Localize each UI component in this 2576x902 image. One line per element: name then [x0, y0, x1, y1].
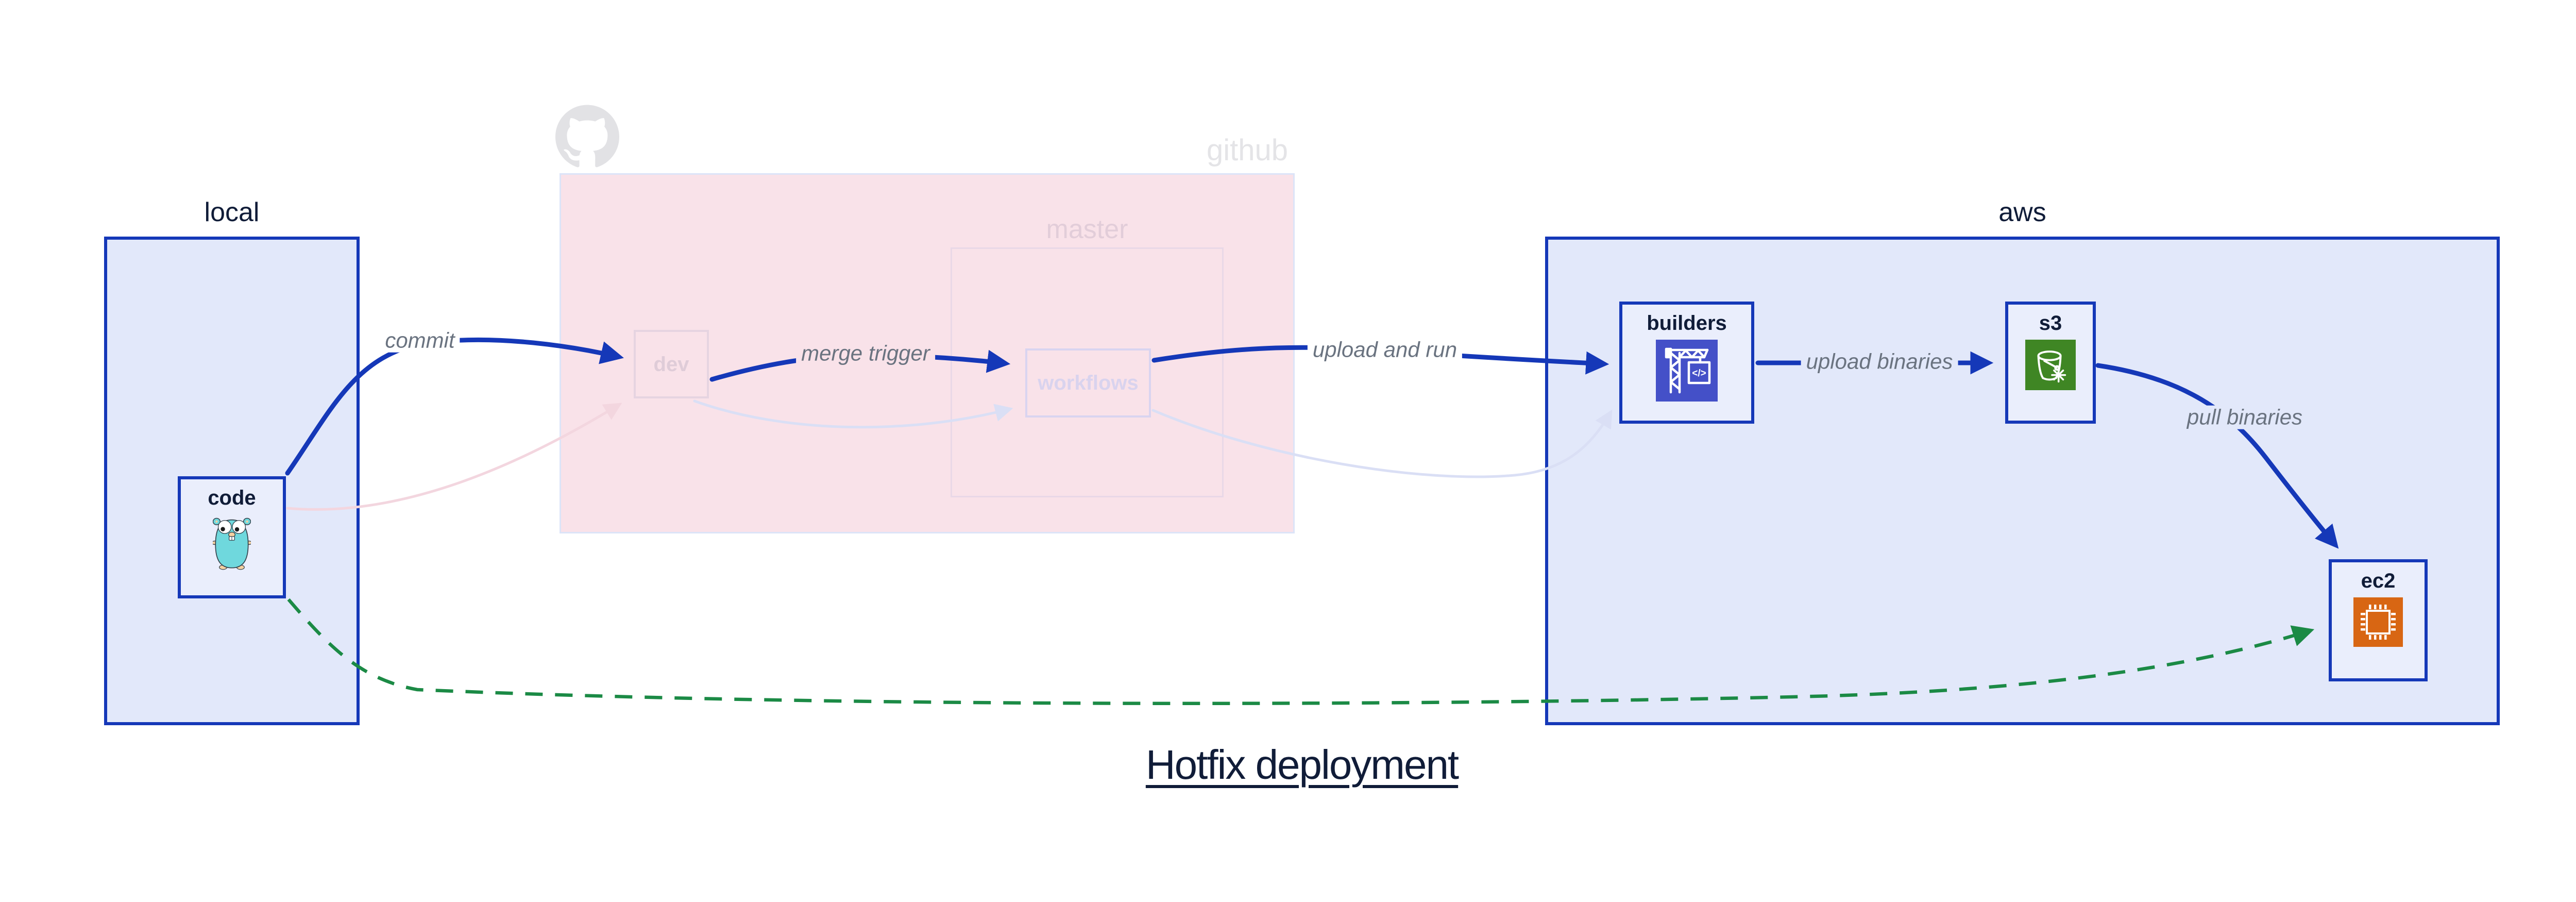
edge-label-upload-binaries: upload binaries [1801, 349, 1958, 374]
edge-label-merge-trigger: merge trigger [796, 341, 935, 365]
edge-label-commit: commit [380, 328, 460, 353]
svg-text:</>: </> [1692, 368, 1706, 379]
master-branch-title: master [1046, 214, 1128, 244]
node-dev-label: dev [653, 353, 689, 376]
node-builders: builders </> [1619, 302, 1754, 424]
node-workflows-label: workflows [1038, 372, 1139, 394]
node-code-label: code [208, 487, 256, 509]
local-group-title: local [204, 197, 260, 227]
node-dev: dev [634, 330, 709, 398]
node-ec2-label: ec2 [2361, 570, 2396, 592]
s3-glacier-bucket-icon [2025, 340, 2076, 390]
node-code: code [178, 476, 286, 598]
edge-label-upload-and-run: upload and run [1307, 338, 1463, 362]
edge-label-pull-binaries: pull binaries [2181, 405, 2308, 429]
node-s3: s3 [2005, 302, 2096, 424]
ec2-chip-icon [2353, 597, 2403, 647]
github-octocat-icon [555, 105, 619, 168]
node-workflows: workflows [1025, 348, 1151, 417]
node-builders-label: builders [1647, 312, 1727, 335]
diagram-title: Hotfix deployment [1145, 742, 1459, 788]
github-group-title: github [1206, 133, 1288, 167]
aws-group-title: aws [1998, 197, 2046, 227]
go-gopher-icon [213, 517, 251, 570]
codebuild-crane-icon: </> [1656, 340, 1718, 402]
node-s3-label: s3 [2039, 312, 2062, 335]
node-ec2: ec2 [2329, 559, 2428, 681]
